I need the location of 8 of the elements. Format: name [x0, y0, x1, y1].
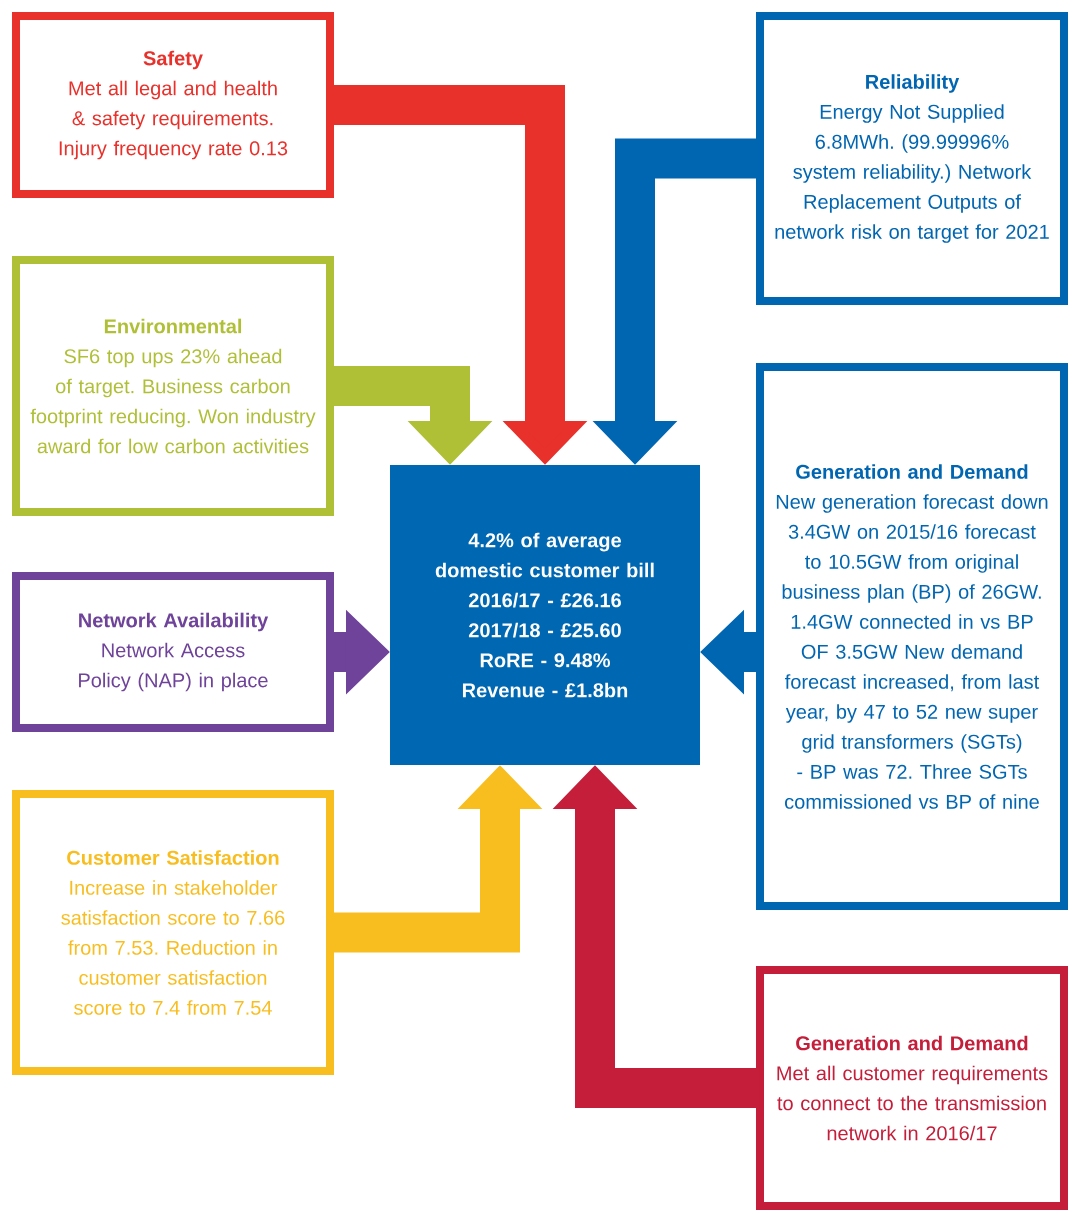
info-box: Generation and Demand Met all customer requirements to connect to the transmission network in 2016/17	[756, 966, 1068, 1210]
info-box: Environmental SF6 top ups 23% ahead of target. Business carbon footprint reducing. Won industry award for low carbon activities	[12, 256, 334, 516]
summary-box: 4.2% of average domestic customer bill 2016/17 - £26.16 2017/18 - £25.60 RoRE - 9.48% Revenue - £1.8bn	[390, 465, 700, 765]
info-box: Generation and Demand New generation forecast down 3.4GW on 2015/16 forecast to 10.5GW from original business plan (BP) of 26GW. 1.4GW connected in vs BP OF 3.5GW New demand forecast increased, from last year, by 47 to 52 new super grid transformers (SGTs) - BP was 72. Three SGTs commissioned vs BP of nine	[756, 363, 1068, 910]
info-box: Customer Satisfaction Increase in stakeholder satisfaction score to 7.66 from 7.53. Reduction in customer satisfaction score to 7.4 from 7.54	[12, 790, 334, 1075]
info-box: Reliability Energy Not Supplied 6.8MWh. (99.99996% system reliability.) Network Replacement Outputs of network risk on target for 2021	[756, 12, 1068, 305]
info-box: Safety Met all legal and health & safety requirements. Injury frequency rate 0.13	[12, 12, 334, 198]
info-box: Network Availability Network Access Policy (NAP) in place	[12, 572, 334, 732]
